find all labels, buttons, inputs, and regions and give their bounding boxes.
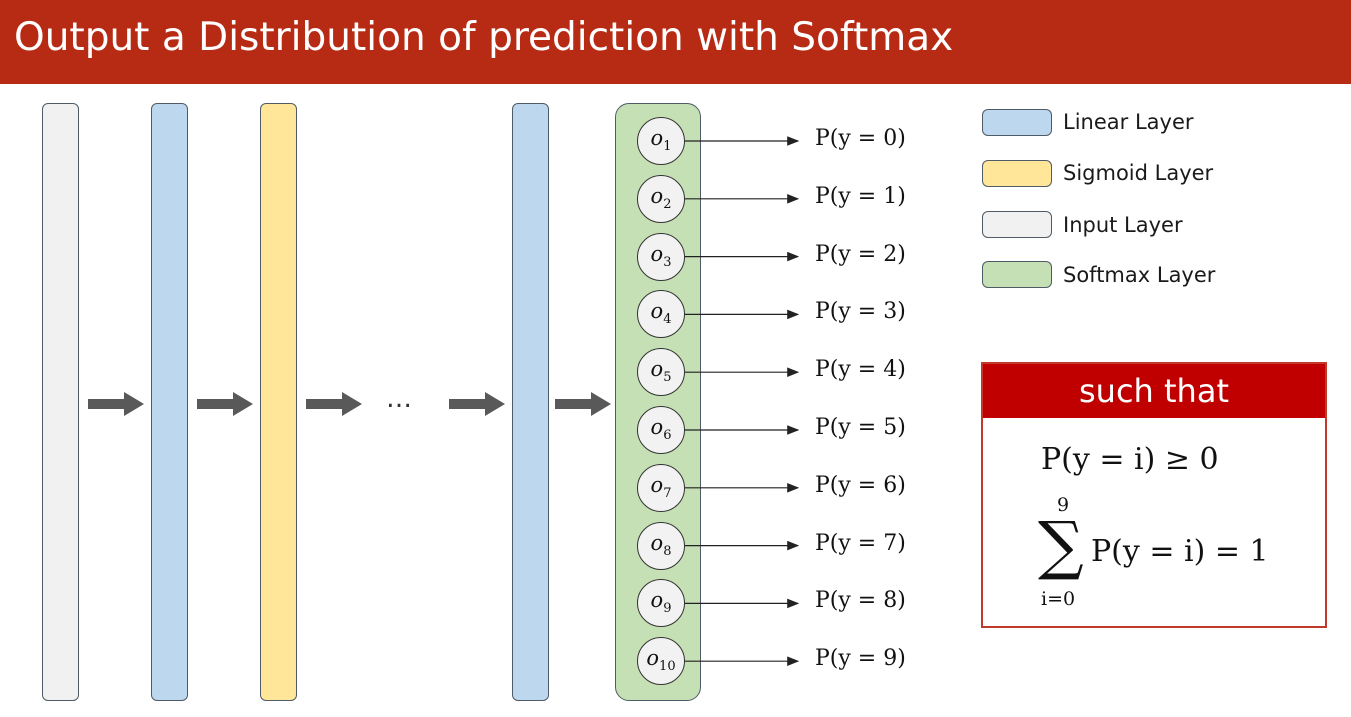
output-probability-label: P(y = 0) [815,126,906,151]
output-neuron: o4 [637,290,685,339]
output-neuron-label: o6 [638,415,684,443]
legend-swatch-softmax [982,261,1052,288]
constraint-title: such that [1079,372,1229,410]
output-probability-label: P(y = 8) [815,588,906,614]
legend-label-softmax: Softmax Layer [1063,263,1216,287]
output-probability-label: P(y = 7) [815,530,906,556]
sum-lower-limit: i=0 [1041,588,1076,610]
neuron-symbol: o [650,588,664,613]
linear-layer-bar-2 [512,103,549,701]
neuron-index: 9 [663,601,672,617]
input-layer-bar [42,103,79,701]
neuron-symbol: o [646,646,660,671]
output-neuron: o10 [637,637,685,686]
header-bar: Output a Distribution of prediction with… [0,0,1351,84]
sigma-symbol: ∑ [1038,509,1084,583]
output-neuron: o9 [637,579,685,628]
output-probability-label: P(y = 2) [815,241,906,267]
legend-swatch-input [982,211,1052,238]
output-probability-label: P(y = 6) [815,472,906,498]
forward-arrow-icon [555,392,611,416]
neuron-symbol: o [650,241,664,266]
output-probability-label: P(y = 3) [815,299,906,325]
output-neuron: o2 [637,174,685,223]
ellipsis: … [386,384,412,414]
sum-upper-limit: 9 [1057,494,1070,516]
output-neuron-label: o1 [638,126,684,154]
output-neuron: o6 [637,406,685,454]
neuron-index: 4 [663,312,672,328]
sum-equation: P(y = i) = 1 [1091,534,1269,569]
neuron-index: 1 [663,139,672,154]
nonnegativity-equation: P(y = i) ≥ 0 [1041,442,1219,477]
neuron-index: 2 [663,196,672,212]
output-neuron-label: o2 [638,184,684,212]
sigmoid-layer-bar [260,103,297,701]
legend-swatch-sigmoid [982,160,1052,187]
forward-arrow-icon [197,392,253,416]
legend-label-input: Input Layer [1063,213,1183,237]
neuron-index: 5 [663,370,672,386]
neuron-symbol: o [650,472,664,497]
output-neuron-label: o4 [638,299,684,327]
neuron-symbol: o [650,357,664,382]
output-neuron-label: o10 [638,646,684,674]
neuron-index: 7 [663,485,672,501]
forward-arrow-icon [306,392,362,416]
neuron-index: 6 [663,428,672,443]
neuron-index: 3 [663,254,672,270]
legend-label-sigmoid: Sigmoid Layer [1063,161,1214,185]
linear-layer-bar-1 [151,103,188,701]
neuron-symbol: o [650,415,664,439]
output-neuron: o5 [637,348,685,397]
output-probability-label: P(y = 4) [815,357,906,383]
output-neuron-label: o9 [638,588,684,616]
output-probability-label: P(y = 1) [815,183,906,209]
forward-arrow-icon [449,392,505,416]
neuron-symbol: o [650,183,664,208]
constraint-box: such that P(y = i) ≥ 0 9 ∑ i=0 P(y = i) … [981,362,1327,628]
neuron-symbol: o [650,299,664,324]
neuron-symbol: o [650,126,664,150]
output-neuron: o3 [637,232,685,281]
constraint-box-header: such that [983,364,1325,418]
page-title: Output a Distribution of prediction with… [14,15,954,60]
neuron-index: 10 [659,659,676,675]
output-probability-label: P(y = 9) [815,646,906,672]
neuron-index: 8 [663,543,672,559]
output-neuron-label: o7 [638,473,684,501]
legend-swatch-linear [982,109,1052,136]
output-neuron-label: o5 [638,357,684,385]
output-neuron: o1 [637,117,685,165]
output-neuron-label: o8 [638,531,684,559]
output-probability-label: P(y = 5) [815,415,906,440]
legend-label-linear: Linear Layer [1063,110,1194,134]
forward-arrow-icon [88,392,144,416]
output-neuron-label: o3 [638,242,684,270]
output-neuron: o7 [637,463,685,512]
output-neuron: o8 [637,521,685,570]
neuron-symbol: o [650,530,664,555]
